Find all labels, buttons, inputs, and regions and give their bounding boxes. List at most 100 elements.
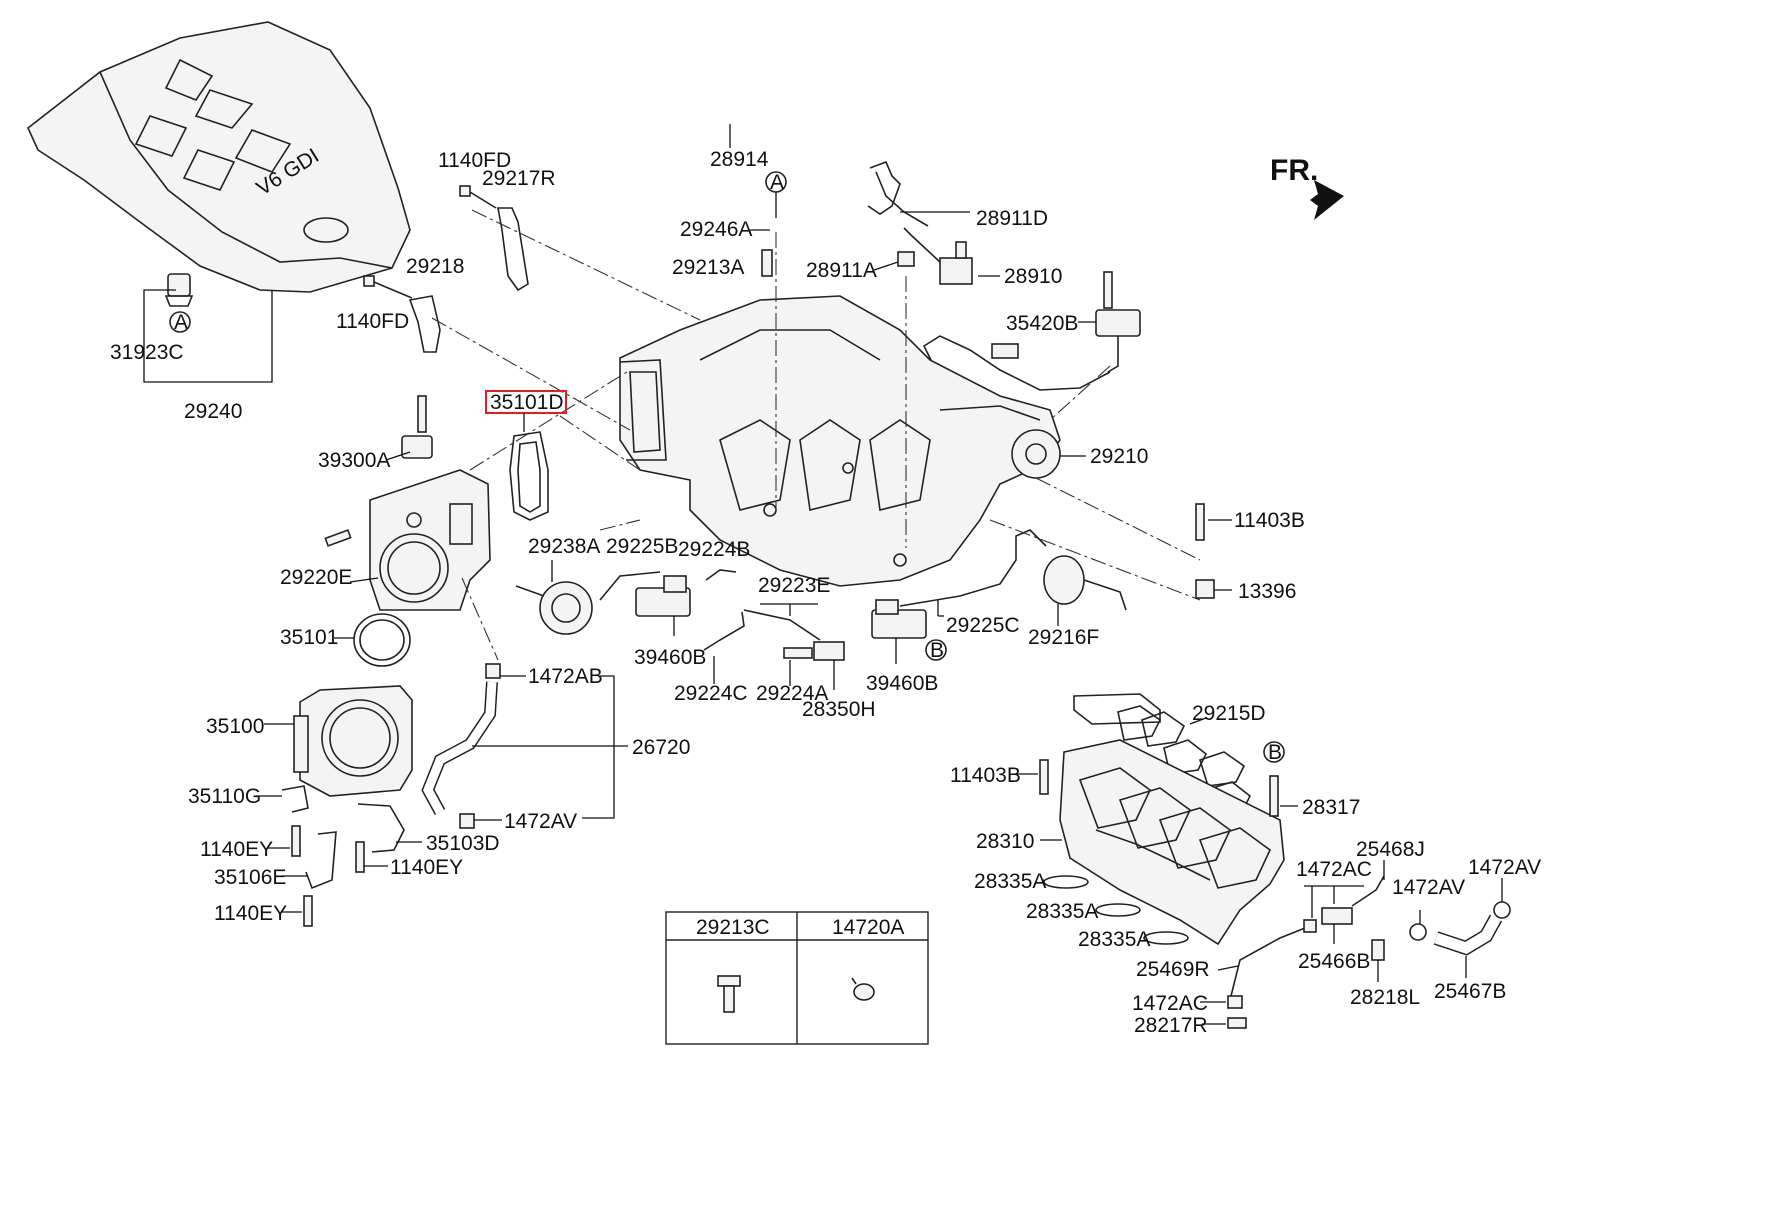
label-25468J: 25468J [1356,838,1425,861]
label-25466B: 25466B [1298,950,1370,973]
stud-28317 [1269,775,1279,817]
hose-29224B [705,569,737,581]
leader-29220E [349,577,379,583]
gasket-28335A-2 [1095,903,1141,917]
label-28335A-3: 28335A [1078,928,1150,951]
fitting-28217R [1227,1017,1247,1029]
bolt-1140EY-1 [291,825,301,857]
label-1472AV-1: 1472AV [504,810,577,833]
valve-28910 [867,160,973,285]
hose-29225C [899,529,1047,607]
lower-manifold-28310 [1059,739,1285,946]
engine-cover: V6 GDI [27,21,411,293]
leader-29223E [760,603,818,616]
bolt-11403B-1 [1195,503,1205,541]
bracket-35103D [357,803,405,853]
sensor-35420B [1095,271,1141,373]
connector-29224A [783,647,813,659]
connector-35420B [991,343,1019,359]
label-25467B: 25467B [1434,980,1506,1003]
gasket-28335A-3 [1143,931,1189,945]
label-26720: 26720 [632,736,690,759]
gasket-29215D [1073,693,1252,817]
label-29225C: 29225C [946,614,1020,637]
label-29224B: 29224B [678,538,750,561]
dash-5 [1049,365,1111,421]
label-11403B-2: 11403B [950,764,1021,787]
throttle-adapter-29220E [369,469,491,611]
hose-25468J [1351,875,1385,907]
bracket-29217R [459,185,529,292]
label-35101D[interactable]: 35101D [490,391,564,414]
label-29210: 29210 [1090,445,1148,468]
label-29213A: 29213A [672,256,744,279]
sensor-39300A [401,395,433,459]
legend-col2-header: 14720A [832,916,904,939]
label-28911D: 28911D [976,207,1048,230]
label-1140EY-3: 1140EY [214,902,287,925]
intake-manifold-29210 [619,295,1061,587]
leader-1472AC-1 [1304,885,1364,918]
hose-29223E [743,609,821,641]
label-1140EY-1: 1140EY [200,838,273,861]
label-28911A: 28911A [806,259,877,282]
bolt-1140EY-2 [355,841,365,873]
label-1140EY-2: 1140EY [390,856,463,879]
label-39460B-2: 39460B [866,672,938,695]
label-1472AV-3: 1472AV [1468,856,1541,879]
label-35101: 35101 [280,626,338,649]
label-28335A-2: 28335A [1026,900,1098,923]
tee-25466B [1321,907,1353,925]
label-29224C: 29224C [674,682,748,705]
bracket-35106E [305,831,337,890]
label-28310: 28310 [976,830,1034,853]
throttle-body-35100 [293,685,413,797]
label-29225B: 29225B [606,535,678,558]
leader-28911A [873,261,899,271]
clamp-14720A-icon [851,977,875,1001]
label-1140FD-2: 1140FD [336,310,409,333]
label-28910: 28910 [1004,265,1062,288]
solenoid-39460B-2 [871,599,927,639]
bracket-29218 [363,275,441,353]
label-25469R: 25469R [1136,958,1210,981]
leader-39300A [385,451,411,461]
legend-col1-header: 29213C [696,916,770,939]
dash-2 [431,317,631,431]
label-1472AV-2: 1472AV [1392,876,1465,899]
dash-8 [559,415,641,471]
valve-28218L [1371,939,1385,961]
clamp-1472AC-2 [1227,995,1243,1009]
label-29224A: 29224A [756,682,828,705]
label-29240: 29240 [184,400,242,423]
clamp-1472AV-3 [1493,901,1511,919]
bolt-29213A [761,249,773,277]
legend-table: 29213C 14720A [665,911,929,1045]
highlight-35101D[interactable] [485,390,567,414]
label-29215D: 29215D [1192,702,1266,725]
label-28335A-1: 28335A [974,870,1046,893]
callout-B-2: B [1268,741,1282,764]
callout-B: B [930,639,944,662]
label-13396: 13396 [1238,580,1296,603]
bracket-35110G [281,785,309,813]
leader-29215D [1189,717,1207,725]
label-39300A: 39300A [318,449,390,472]
hose-26720 [421,663,501,829]
label-28914: 28914 [710,148,769,171]
label-1472AC-2: 1472AC [1132,992,1208,1015]
label-28350H: 28350H [802,698,876,721]
hose-29225B [599,571,661,601]
label-29216F: 29216F [1028,626,1099,649]
label-29238A: 29238A [528,535,600,558]
callout-A: A [174,311,188,334]
label-11403B-1: 11403B [1234,509,1305,532]
bolt-29220E [324,529,352,547]
bolt-29213C-icon [717,975,741,1013]
label-35110G: 35110G [188,785,261,808]
label-28217R: 28217R [1134,1014,1208,1037]
bolt-1140EY-3 [303,895,313,927]
tee-28350H [813,641,845,661]
